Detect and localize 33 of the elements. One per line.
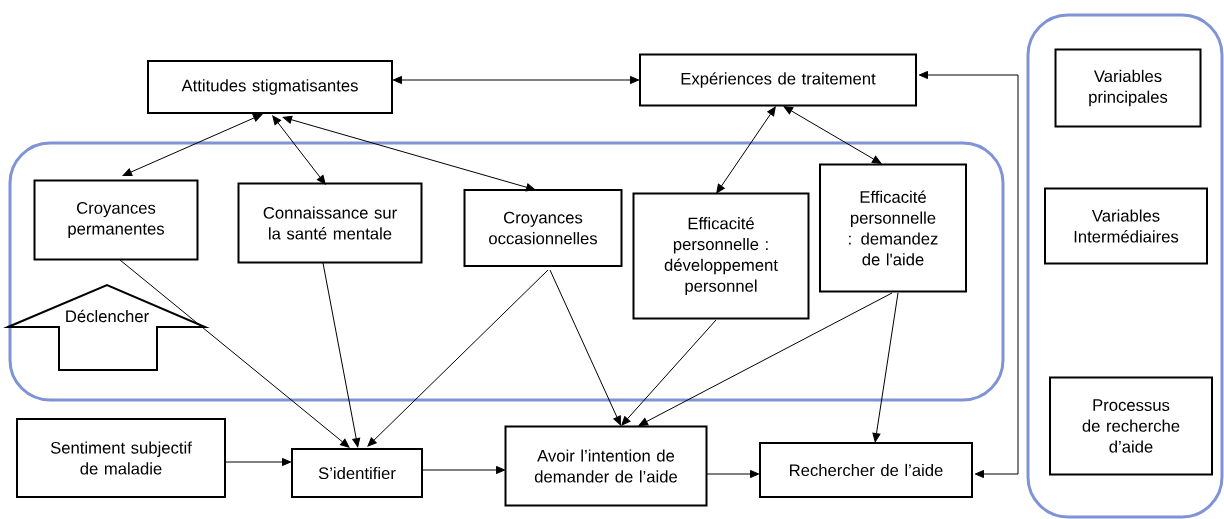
concept-box: Processus de recherche d’aide <box>1049 376 1213 476</box>
concept-box: Croyances permanentes <box>33 179 199 261</box>
double-arrow <box>282 115 536 192</box>
concept-box: Efficacité personnelle : développement personnel <box>632 192 810 320</box>
arrow <box>224 457 292 467</box>
double-arrow <box>716 106 776 194</box>
concept-box: Sentiment subjectif de maladie <box>16 418 226 498</box>
concept-box: Rechercher de l’aide <box>759 442 973 498</box>
arrow <box>421 465 506 475</box>
double-arrow <box>918 70 1019 479</box>
arrow <box>549 269 621 426</box>
rounded-panel <box>8 141 1005 402</box>
concept-box: Expériences de traitement <box>639 53 917 107</box>
concept-box: Croyances occasionnelles <box>463 189 623 267</box>
concept-box: Efficacité personnelle : demandez de l'aide <box>819 163 967 293</box>
arrow <box>322 262 361 448</box>
concept-box: Attitudes stigmatisantes <box>147 60 393 114</box>
double-arrow <box>272 115 326 185</box>
concept-box: Avoir l’intention de demander de l’aide <box>504 425 708 507</box>
arrow <box>119 259 350 448</box>
concept-box: S’identifier <box>291 448 423 498</box>
concept-box: Variables Intermédiaires <box>1044 187 1208 265</box>
concept-box: Connaissance sur la santé mentale <box>237 182 423 264</box>
double-arrow <box>122 114 263 176</box>
concept-box: Variables principales <box>1054 48 1202 128</box>
arrow <box>706 469 760 479</box>
rounded-panel <box>1026 13 1224 519</box>
double-arrow <box>783 106 882 164</box>
arrow <box>872 292 899 443</box>
double-arrow <box>392 75 640 85</box>
arrow <box>621 319 717 426</box>
arrow <box>638 292 893 426</box>
arrow <box>367 269 549 447</box>
